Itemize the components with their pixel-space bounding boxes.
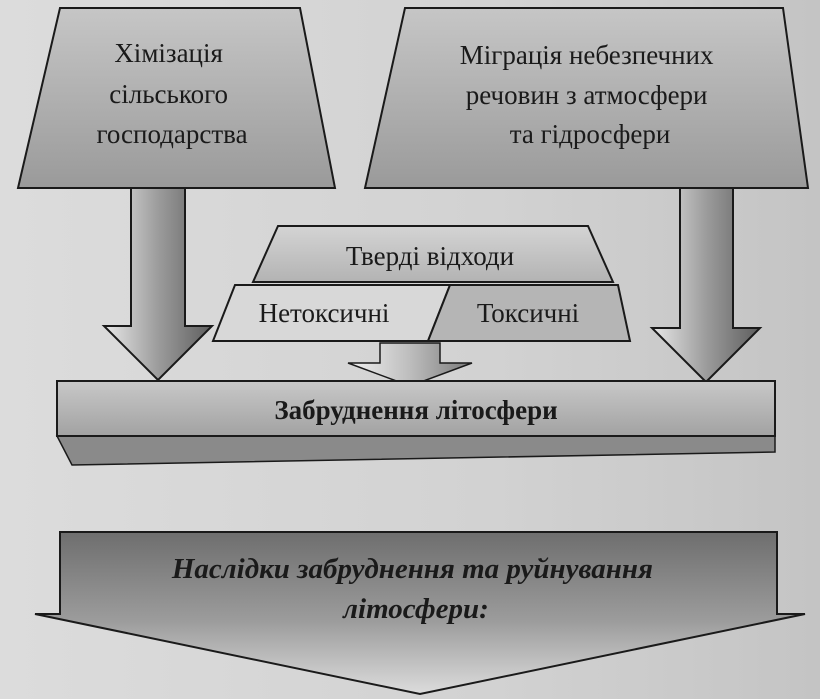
solid-waste-title: Тверді відходи bbox=[346, 241, 514, 271]
result-band-depth bbox=[55, 435, 776, 466]
left-down-arrow bbox=[101, 187, 215, 382]
source-right-line-3: та гідросфери bbox=[510, 119, 671, 149]
toxic-shape bbox=[426, 284, 632, 342]
source-left-line-2: сільського bbox=[109, 79, 228, 109]
source-right-shape bbox=[363, 7, 810, 189]
non-toxic-label: Нетоксичні bbox=[259, 298, 390, 328]
right-down-arrow bbox=[649, 187, 763, 384]
source-left-line-1: Хімізація bbox=[114, 38, 223, 68]
consequences-line-1: Наслідки забруднення та руйнування bbox=[171, 553, 653, 585]
source-right-line-2: речовин з атмосфери bbox=[466, 80, 708, 110]
source-left-line-3: господарства bbox=[96, 119, 247, 149]
consequences-label: Наслідки забруднення та руйнування літос… bbox=[171, 553, 660, 625]
result-band-shape bbox=[56, 380, 776, 437]
result-band-label: Забруднення літосфери bbox=[274, 395, 557, 425]
solid-waste-shape bbox=[251, 225, 615, 283]
source-right-label: Міграція небезпечних речовин з атмосфери… bbox=[460, 40, 720, 149]
consequences-arrow bbox=[34, 531, 806, 696]
source-left-shape bbox=[16, 7, 337, 189]
toxic-label: Токсичні bbox=[477, 298, 579, 328]
consequences-line-2: літосфери: bbox=[342, 593, 489, 625]
center-down-arrow bbox=[347, 342, 473, 387]
source-right-line-1: Міграція небезпечних bbox=[460, 40, 714, 70]
source-left-label: Хімізація сільського господарства bbox=[96, 38, 247, 149]
